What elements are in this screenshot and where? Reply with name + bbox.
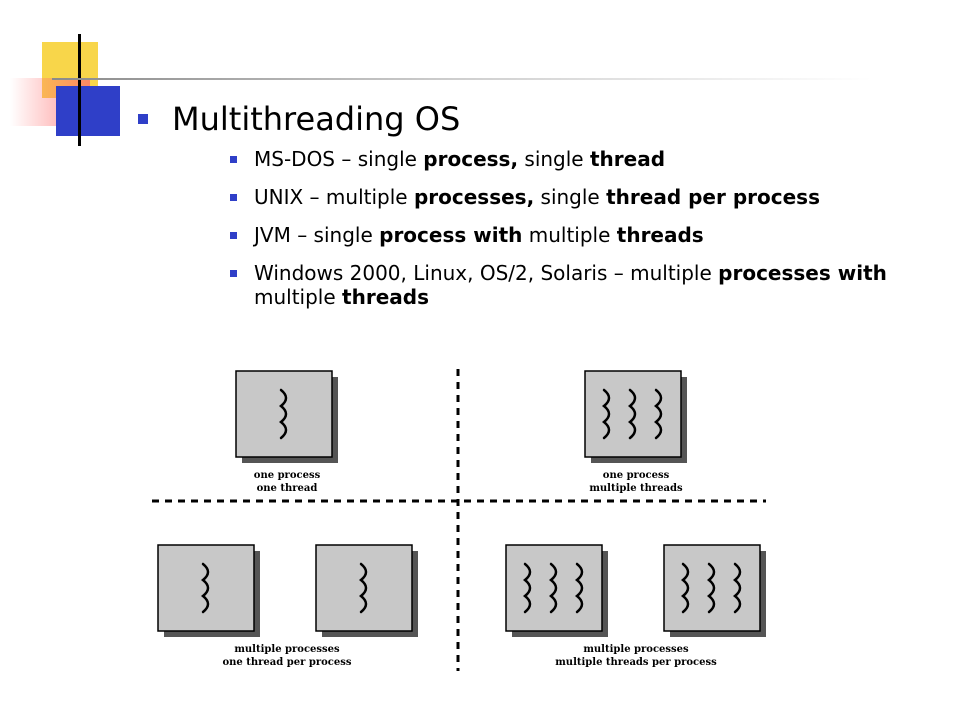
bullet-square-icon bbox=[230, 232, 237, 239]
bullet-segment: processes with bbox=[718, 261, 887, 285]
bullet-segment: process with bbox=[379, 223, 523, 247]
process-box bbox=[663, 544, 761, 632]
bullet-segment: single bbox=[518, 147, 590, 171]
thread-squiggle-icon bbox=[575, 562, 584, 614]
bullet-segment: Windows 2000, Linux, OS/2, Solaris – mul… bbox=[254, 261, 719, 285]
process-box bbox=[584, 370, 682, 458]
sub-bullet-item: JVM – single process with multiple threa… bbox=[230, 223, 950, 247]
bullet-segment: thread per process bbox=[606, 185, 820, 209]
thread-squiggle-icon bbox=[359, 562, 368, 614]
thread-squiggle-icon bbox=[733, 562, 742, 614]
bullet-segment: single bbox=[534, 185, 607, 209]
quadrant-label: multiple threads bbox=[589, 483, 683, 494]
bullet-segment: thread bbox=[589, 147, 666, 171]
thread-squiggle-icon bbox=[628, 388, 637, 440]
sub-bullet-item: Windows 2000, Linux, OS/2, Solaris – mul… bbox=[230, 261, 950, 309]
thread-squiggle-icon bbox=[523, 562, 532, 614]
thread-squiggle-icon bbox=[602, 388, 611, 440]
bullet-segment: multiple bbox=[522, 223, 617, 247]
process-box bbox=[505, 544, 603, 632]
quadrant-label: one process bbox=[603, 470, 670, 481]
quadrant-label: multiple processes bbox=[234, 644, 340, 655]
thread-squiggle-icon bbox=[681, 562, 690, 614]
sub-bullet-text: UNIX – multiple processes, single thread… bbox=[254, 185, 820, 209]
thread-squiggle-icon bbox=[549, 562, 558, 614]
sub-bullet-text: MS-DOS – single process, single thread bbox=[254, 147, 665, 171]
slide-title: Multithreading OS bbox=[172, 100, 461, 138]
quadrant-label: one thread per process bbox=[222, 657, 351, 668]
bullet-segment: process, bbox=[423, 147, 519, 171]
decorative-vertical-line bbox=[78, 34, 81, 146]
bullet-square-icon bbox=[230, 270, 237, 277]
title-underline bbox=[52, 78, 872, 80]
decorative-blue-square bbox=[56, 86, 120, 136]
bullet-segment: UNIX – multiple bbox=[254, 185, 414, 209]
sub-bullet-text: Windows 2000, Linux, OS/2, Solaris – mul… bbox=[254, 261, 950, 309]
quadrant-label: one process bbox=[254, 470, 321, 481]
bullet-segment: multiple bbox=[254, 285, 343, 309]
sub-bullet-item: UNIX – multiple processes, single thread… bbox=[230, 185, 950, 209]
thread-squiggle-icon bbox=[654, 388, 663, 440]
thread-squiggle-icon bbox=[707, 562, 716, 614]
sub-bullet-list: MS-DOS – single process, single thread U… bbox=[230, 147, 950, 323]
process-box bbox=[157, 544, 255, 632]
bullet-square-icon bbox=[230, 194, 237, 201]
sub-bullet-item: MS-DOS – single process, single thread bbox=[230, 147, 950, 171]
thread-squiggle-icon bbox=[201, 562, 210, 614]
bullet-square-icon bbox=[138, 114, 148, 124]
bullet-segment: MS-DOS – single bbox=[254, 147, 424, 171]
sub-bullet-text: JVM – single process with multiple threa… bbox=[254, 223, 704, 247]
process-box bbox=[235, 370, 333, 458]
process-box bbox=[315, 544, 413, 632]
bullet-square-icon bbox=[230, 156, 237, 163]
quadrant-label: one thread bbox=[257, 483, 318, 494]
bullet-segment: threads bbox=[342, 285, 429, 309]
thread-squiggle-icon bbox=[279, 388, 288, 440]
bullet-segment: threads bbox=[616, 223, 704, 247]
bullet-segment: processes, bbox=[413, 185, 535, 209]
quadrant-label: multiple processes bbox=[583, 644, 689, 655]
quadrant-label: multiple threads per process bbox=[555, 657, 717, 668]
main-bullet: Multithreading OS bbox=[138, 100, 460, 138]
bullet-segment: JVM – single bbox=[254, 223, 380, 247]
process-thread-diagram: one process one thread one process multi… bbox=[152, 369, 766, 671]
